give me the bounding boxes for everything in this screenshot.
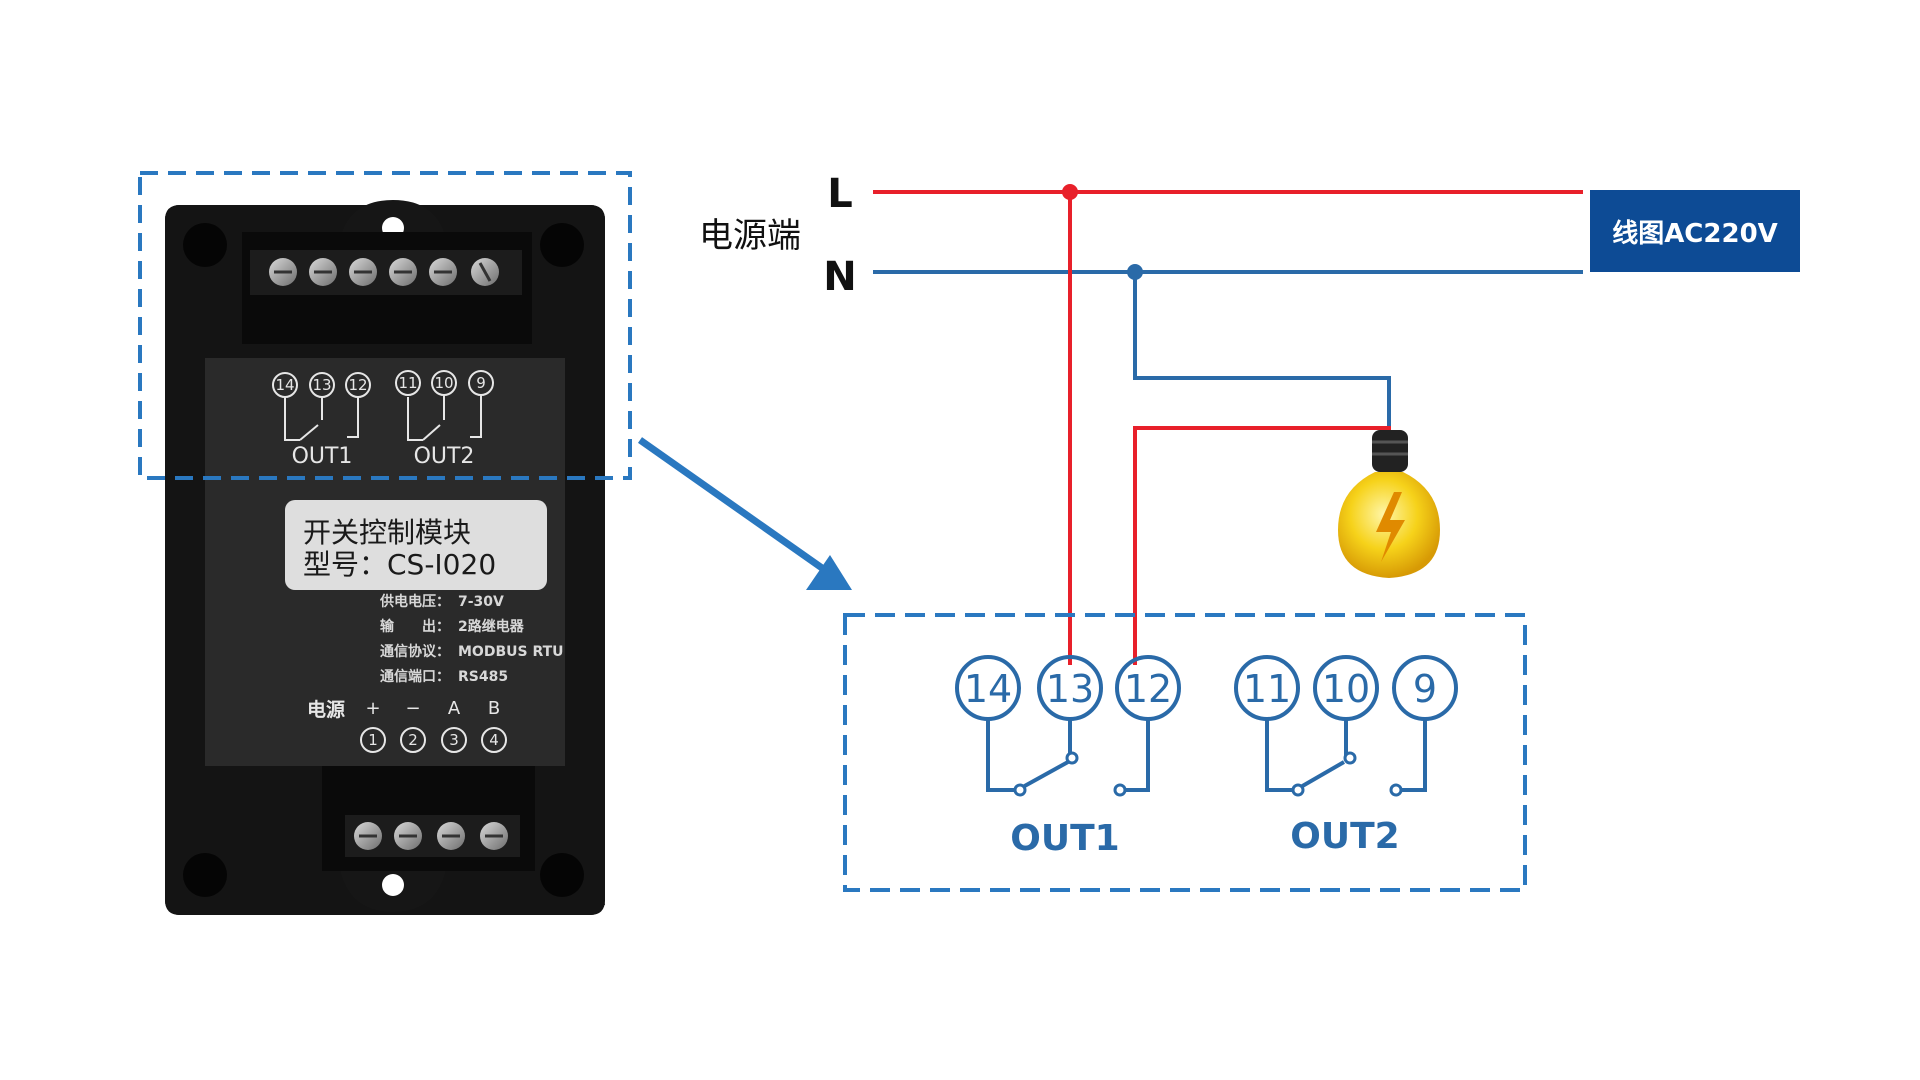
spec-key: 通信协议： [380, 643, 450, 660]
terminal-14: 14 [964, 667, 1012, 711]
panel-terminal-9: 9 [476, 374, 486, 392]
coil-load-box: 线图AC220V [1590, 190, 1800, 272]
panel-out1-label: OUT1 [292, 444, 353, 469]
panel-symbol: − [405, 698, 420, 719]
spec-value: 7-30V [458, 594, 504, 610]
terminal-12: 12 [1124, 667, 1172, 711]
top-screws [269, 258, 499, 286]
spec-value: MODBUS RTU [458, 644, 564, 660]
relay-terminal-box [843, 613, 1527, 892]
terminal-11: 11 [1243, 667, 1291, 711]
panel-terminal-11: 11 [398, 374, 417, 392]
sticker-title: 开关控制模块 [303, 516, 471, 549]
terminal-13: 13 [1046, 667, 1094, 711]
terminal-10: 10 [1322, 667, 1370, 711]
power-source-label: 电源端 [699, 216, 801, 256]
panel-bottom-terminal: 3 [449, 731, 459, 749]
panel-bottom-terminal: 2 [408, 731, 418, 749]
panel-terminal-10: 10 [434, 374, 453, 392]
panel-symbol: A [448, 698, 461, 719]
lightbulb-icon [1338, 430, 1440, 578]
panel-power-label: 电源 [307, 698, 345, 721]
live-line-label: L [827, 171, 853, 217]
panel-terminal-numbers: 14 13 12 11 10 9 [275, 374, 485, 394]
panel-relay-schematic [272, 370, 494, 441]
panel-terminal-12: 12 [348, 376, 367, 394]
neutral-to-lamp-wire [1133, 272, 1391, 432]
corner-hole [183, 853, 227, 897]
corner-hole [183, 223, 227, 267]
device-highlight-box [138, 171, 632, 480]
sticker-model: 型号：CS-I020 [303, 548, 496, 581]
spec-value: RS485 [458, 669, 508, 685]
panel-bottom-terminal: 4 [489, 731, 499, 749]
terminal-numbers: 14 13 12 11 10 9 [964, 667, 1437, 711]
bottom-screws [354, 822, 508, 850]
neutral-line-label: N [823, 254, 856, 300]
corner-hole [540, 223, 584, 267]
out2-label: OUT2 [1290, 816, 1399, 857]
neutral-junction [1127, 264, 1143, 280]
contact-points [1013, 751, 1403, 797]
panel-bottom-terminal: 1 [368, 731, 378, 749]
panel-out2-label: OUT2 [414, 444, 475, 469]
panel-terminal-14: 14 [275, 376, 294, 394]
spec-key: 供电电压： [379, 593, 450, 610]
spec-key: 通信端口： [380, 668, 450, 685]
panel-symbol: B [488, 698, 500, 719]
panel-terminal-13: 13 [312, 376, 331, 394]
spec-value: 2路继电器 [458, 618, 525, 635]
live-junction [1062, 184, 1078, 200]
model-sticker [285, 500, 547, 590]
corner-hole [540, 853, 584, 897]
relay-module-photo: 14 13 12 11 10 9 OUT1 OUT2 开关控制模块 型号：CS-… [165, 200, 605, 915]
relay-schematic [955, 655, 1458, 792]
zoom-arrow [637, 437, 852, 590]
spec-key: 输 出： [380, 618, 450, 635]
terminal-9: 9 [1413, 667, 1437, 711]
coil-load-label: 线图AC220V [1612, 218, 1778, 249]
out1-label: OUT1 [1010, 818, 1119, 859]
panel-symbol: + [365, 698, 380, 719]
